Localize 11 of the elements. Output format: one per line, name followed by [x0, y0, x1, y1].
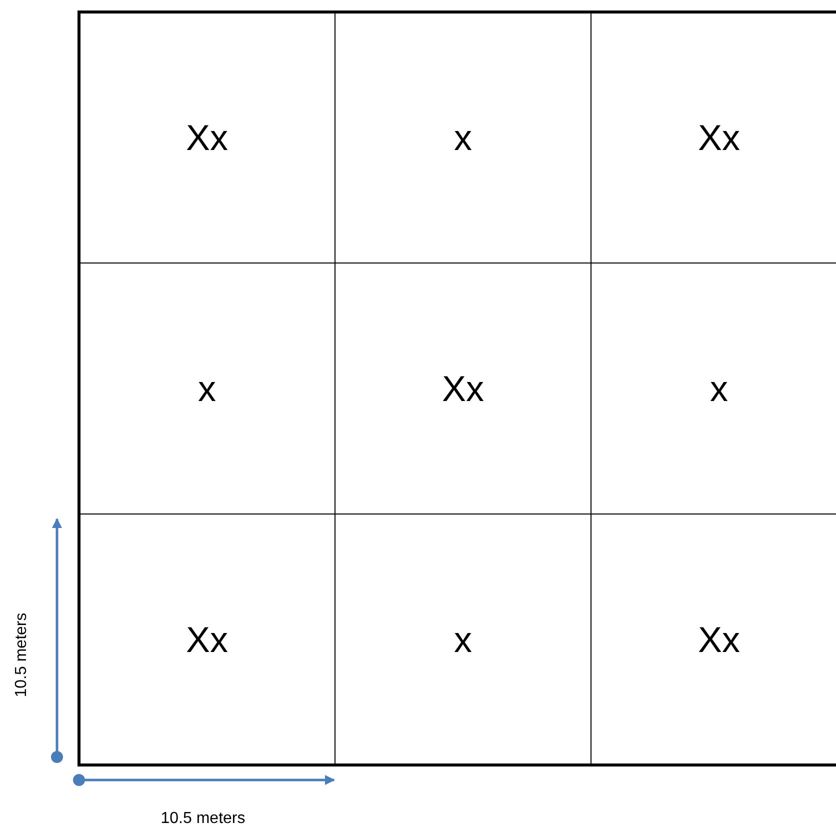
cell-text: x: [710, 370, 728, 406]
cell-text: Xx: [698, 120, 740, 156]
cell-text: Xx: [186, 622, 228, 658]
cell-text: x: [454, 120, 472, 156]
cell-text: Xx: [186, 120, 228, 156]
cell-text: Xx: [442, 370, 484, 406]
cell-text: x: [454, 622, 472, 658]
cell-text: Xx: [698, 622, 740, 658]
dimension-label: 10.5 meters: [14, 612, 30, 698]
cell-text: x: [198, 370, 216, 406]
dimension-label: 10.5 meters: [160, 811, 246, 827]
